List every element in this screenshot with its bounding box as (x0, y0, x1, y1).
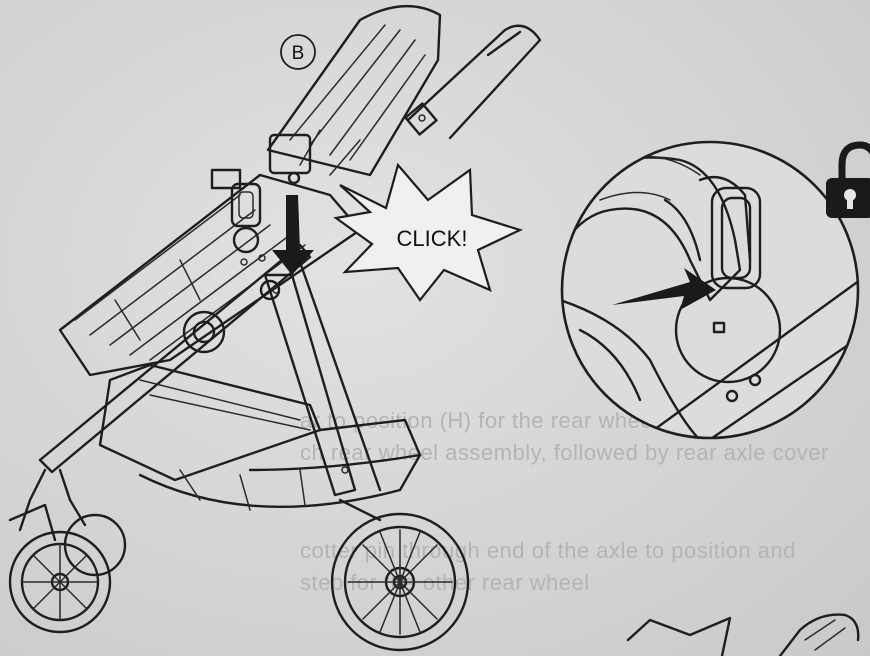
stroller-drawing (8, 5, 542, 652)
click-callout: CLICK! (333, 162, 524, 302)
part-label-b-text: B (292, 43, 305, 64)
click-callout-text: CLICK! (397, 226, 468, 251)
detail-inset (560, 140, 860, 440)
push-arrow (612, 268, 716, 310)
press-down-arrow (272, 171, 314, 275)
part-label-b: B (280, 34, 316, 70)
bleed-through-text-3: cotter pin through end of the axle to po… (300, 538, 796, 563)
unlock-icon (826, 141, 870, 218)
next-step-drawing-partial (626, 613, 860, 656)
